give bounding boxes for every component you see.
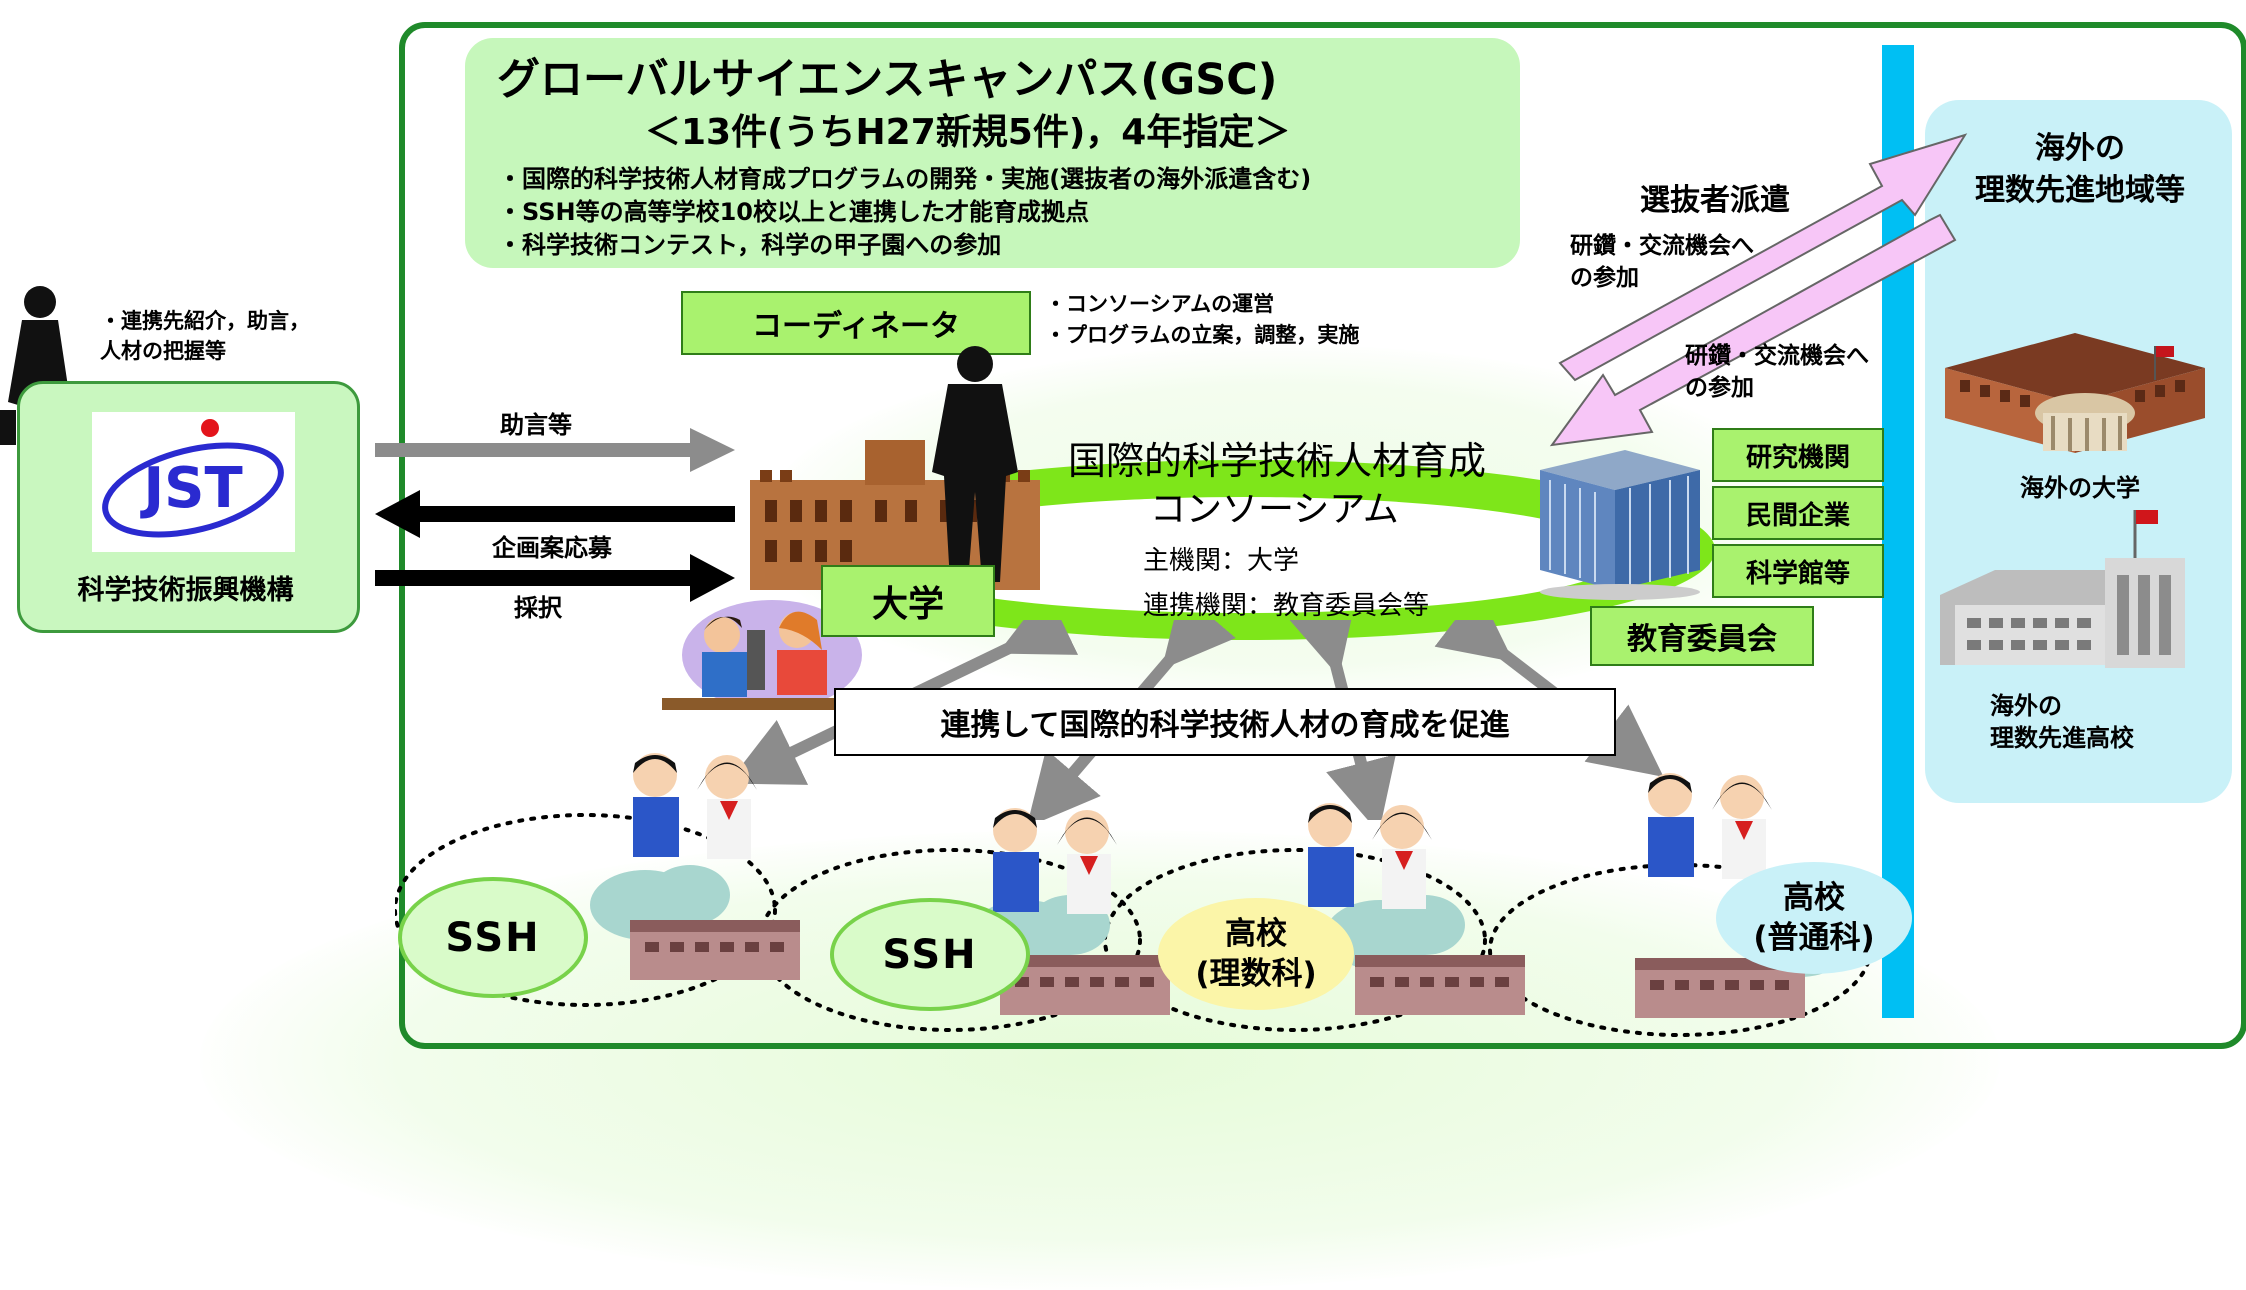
coordinator-duties: ・コンソーシアムの運営 ・プログラムの立案，調整，実施 xyxy=(1045,292,1360,347)
overseas-university-label: 海外の大学 xyxy=(2020,474,2140,502)
overseas-university-illustration xyxy=(1945,333,2205,453)
training-up-label: 研鑽・交流機会へ の参加 xyxy=(1570,233,1754,291)
gsc-bullet: ・科学技術コンテスト，科学の甲子園への参加 xyxy=(498,231,1002,259)
adoption-arrow xyxy=(375,554,735,602)
proposal-arrow xyxy=(375,490,735,538)
coordinator-silhouette-icon xyxy=(932,346,1018,582)
office-building-illustration xyxy=(1540,450,1700,600)
jst-logo: JST xyxy=(92,412,295,552)
overseas-title: 海外の 理数先進地域等 xyxy=(1975,131,2185,208)
ssh-oval-2: SSH xyxy=(830,898,1030,1011)
left-arrows xyxy=(375,428,735,602)
partner-private-company: 民間企業 xyxy=(1712,486,1884,540)
students-group-3 xyxy=(1308,803,1432,909)
advice-arrow xyxy=(375,428,735,472)
students-group-4 xyxy=(1648,773,1772,879)
gsc-title: グローバルサイエンスキャンパス(GSC) xyxy=(497,55,1278,105)
return-down-arrow xyxy=(1549,213,1957,447)
dispatch-label: 選抜者派遣 xyxy=(1640,183,1790,218)
gsc-bullet: ・SSH等の高等学校10校以上と連携した才能育成拠点 xyxy=(498,198,1089,226)
jst-label: 科学技術振興機構 xyxy=(77,575,294,606)
students-group-2 xyxy=(993,808,1117,914)
adoption-label: 採択 xyxy=(514,594,562,622)
gsc-frame xyxy=(399,22,2246,1049)
science-hs-oval: 高校 (理数科) xyxy=(1158,898,1354,1010)
consortium-main-org: 主機関：大学 xyxy=(1143,546,1300,576)
jst-notes: ・連携先紹介，助言， 人材の把握等 xyxy=(100,309,310,363)
gsc-bullets: ・国際的科学技術人材育成プログラムの開発・実施(選抜者の海外派遣含む) ・SSH… xyxy=(498,163,1311,262)
students-group-1 xyxy=(633,753,757,859)
overseas-highschool-illustration xyxy=(1940,510,2185,668)
ssh-oval-1: SSH xyxy=(398,877,588,998)
gsc-subtitle: ＜13件(うちH27新規5件)，4年指定＞ xyxy=(645,112,1291,153)
jst-logo-text: JST xyxy=(139,456,242,521)
proposal-label: 企画案応募 xyxy=(492,534,612,562)
advice-label: 助言等 xyxy=(500,411,572,439)
gsc-title-box xyxy=(465,38,1520,268)
dispatch-up-arrow xyxy=(1558,133,1968,382)
consortium-title-line1: 国際的科学技術人材育成 xyxy=(1068,439,1487,483)
training-down-label: 研鑽・交流機会へ の参加 xyxy=(1685,343,1869,401)
promote-box: 連携して国際的科学技術人材の育成を促進 xyxy=(834,688,1616,756)
overseas-highschool-label: 海外の 理数先進高校 xyxy=(1990,692,2134,752)
dispatch-arrows xyxy=(1549,133,1968,447)
partner-research-institute: 研究機関 xyxy=(1712,428,1884,482)
consortium-partner-org: 連携機関：教育委員会等 xyxy=(1143,591,1430,621)
general-hs-oval: 高校 (普通科) xyxy=(1716,862,1912,974)
consortium-title-line2: コンソーシアム xyxy=(1150,489,1399,530)
partner-science-museum: 科学館等 xyxy=(1712,544,1884,598)
gsc-bullet: ・国際的科学技術人材育成プログラムの開発・実施(選抜者の海外派遣含む) xyxy=(498,165,1312,193)
coordinator-box: コーディネータ xyxy=(681,291,1031,355)
